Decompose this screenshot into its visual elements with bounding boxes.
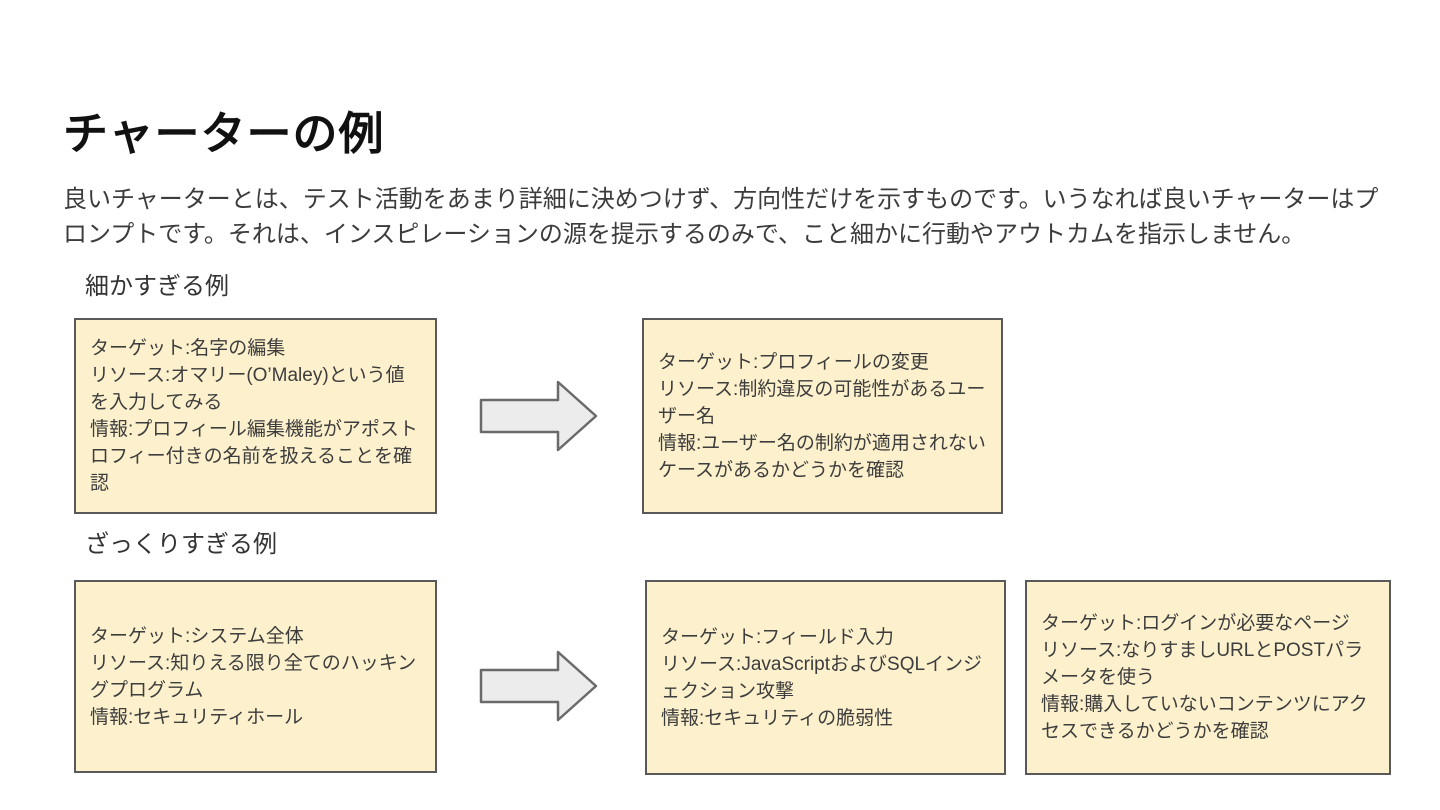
charter-box-vague-result: ターゲット:フィールド入力 リソース:JavaScriptおよびSQLインジェク… [645, 580, 1006, 775]
page-title: チャーターの例 [63, 108, 385, 160]
charter-box-vague-result-text: ターゲット:フィールド入力 リソース:JavaScriptおよびSQLインジェク… [661, 626, 983, 729]
charter-box-vague-result-2: ターゲット:ログインが必要なページ リソース:なりすましURLとPOSTパラメー… [1025, 580, 1391, 775]
charter-box-vague-result-2-text: ターゲット:ログインが必要なページ リソース:なりすましURLとPOSTパラメー… [1041, 613, 1368, 742]
charter-box-detailed-result-text: ターゲット:プロフィールの変更 リソース:制約違反の可能性があるユーザー名 情報… [658, 351, 986, 481]
section-label-too-vague: ざっくりすぎる例 [85, 531, 277, 558]
charter-box-detailed-source: ターゲット:名字の編集 リソース:オマリー(O’Maley)という値を入力してみ… [74, 318, 437, 514]
intro-paragraph: 良いチャーターとは、テスト活動をあまり詳細に決めつけず、方向性だけを示すものです… [63, 186, 1379, 248]
arrow-right-icon [479, 380, 598, 452]
charter-box-detailed-source-text: ターゲット:名字の編集 リソース:オマリー(O’Maley)という値を入力してみ… [90, 338, 418, 494]
charter-box-vague-source-text: ターゲット:システム全体 リソース:知りえる限り全てのハッキングプログラム 情報… [90, 625, 417, 728]
section-label-too-detailed: 細かすぎる例 [85, 273, 229, 300]
charter-box-detailed-result: ターゲット:プロフィールの変更 リソース:制約違反の可能性があるユーザー名 情報… [642, 318, 1003, 514]
arrow-right-icon [479, 650, 598, 722]
charter-box-vague-source: ターゲット:システム全体 リソース:知りえる限り全てのハッキングプログラム 情報… [74, 580, 437, 773]
